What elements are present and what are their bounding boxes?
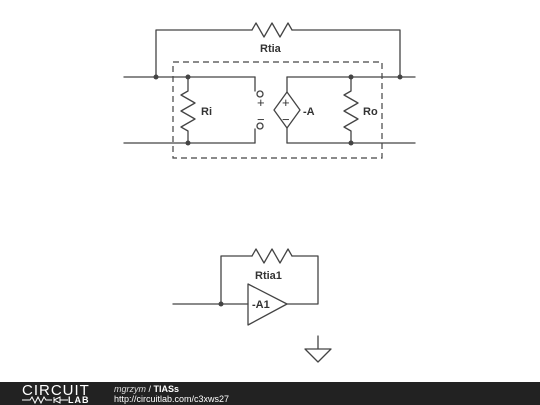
label-a1: -A1 <box>252 299 270 311</box>
resistor-ro <box>343 76 359 144</box>
circuit-title-line: mgrzym / TIASs <box>114 384 229 394</box>
resistor-rtia1 <box>251 248 293 264</box>
junction <box>185 74 191 80</box>
resistor-ri <box>180 76 196 144</box>
schematic-canvas: Rtia Ri + − + − -A Ro <box>123 22 416 363</box>
rtia1-wire-left <box>220 255 253 305</box>
junction <box>185 140 191 146</box>
input-terminal-minus <box>256 122 264 130</box>
logo-resistor-icon <box>22 396 68 404</box>
author-link[interactable]: mgrzym <box>114 384 146 394</box>
circuitlab-logo[interactable]: CIRCUIT LAB <box>22 382 100 405</box>
footer-bar: CIRCUIT LAB mgrzym / TIASs http://circui… <box>0 382 540 405</box>
label-source-minus: − <box>282 112 290 127</box>
ground-icon <box>304 335 332 363</box>
label-input-plus: + <box>257 95 265 110</box>
ideal-tia-circuit: Rtia1 -A1 <box>172 248 319 326</box>
logo-text-circuit: CIRCUIT <box>22 382 90 399</box>
label-gain-a: -A <box>303 106 315 118</box>
input-terminal-plus <box>256 90 264 98</box>
junction <box>348 140 354 146</box>
rtia-wire-left <box>155 29 253 78</box>
title-separator: / <box>146 384 154 394</box>
tia-model-circuit: Rtia Ri + − + − -A Ro <box>123 22 416 159</box>
label-source-plus: + <box>282 95 290 110</box>
circuit-url-link[interactable]: http://circuitlab.com/c3xws27 <box>114 394 230 404</box>
amplifier-boundary <box>172 61 383 159</box>
label-ro: Ro <box>363 106 378 118</box>
circuit-title: TIASs <box>153 384 180 394</box>
label-rtia1: Rtia1 <box>255 270 282 282</box>
junction <box>348 74 354 80</box>
circuit-meta: mgrzym / TIASs http://circuitlab.com/c3x… <box>114 384 229 404</box>
resistor-rtia <box>251 22 293 38</box>
junction <box>153 74 159 80</box>
label-input-minus: − <box>257 112 265 127</box>
logo-text-lab: LAB <box>68 395 90 405</box>
rtia-wire-right <box>291 29 401 78</box>
label-rtia: Rtia <box>260 43 282 55</box>
amplifier-a1 <box>247 283 288 326</box>
junction <box>218 301 224 307</box>
rtia1-wire-right <box>286 255 319 305</box>
label-ri: Ri <box>201 106 212 118</box>
junction <box>397 74 403 80</box>
